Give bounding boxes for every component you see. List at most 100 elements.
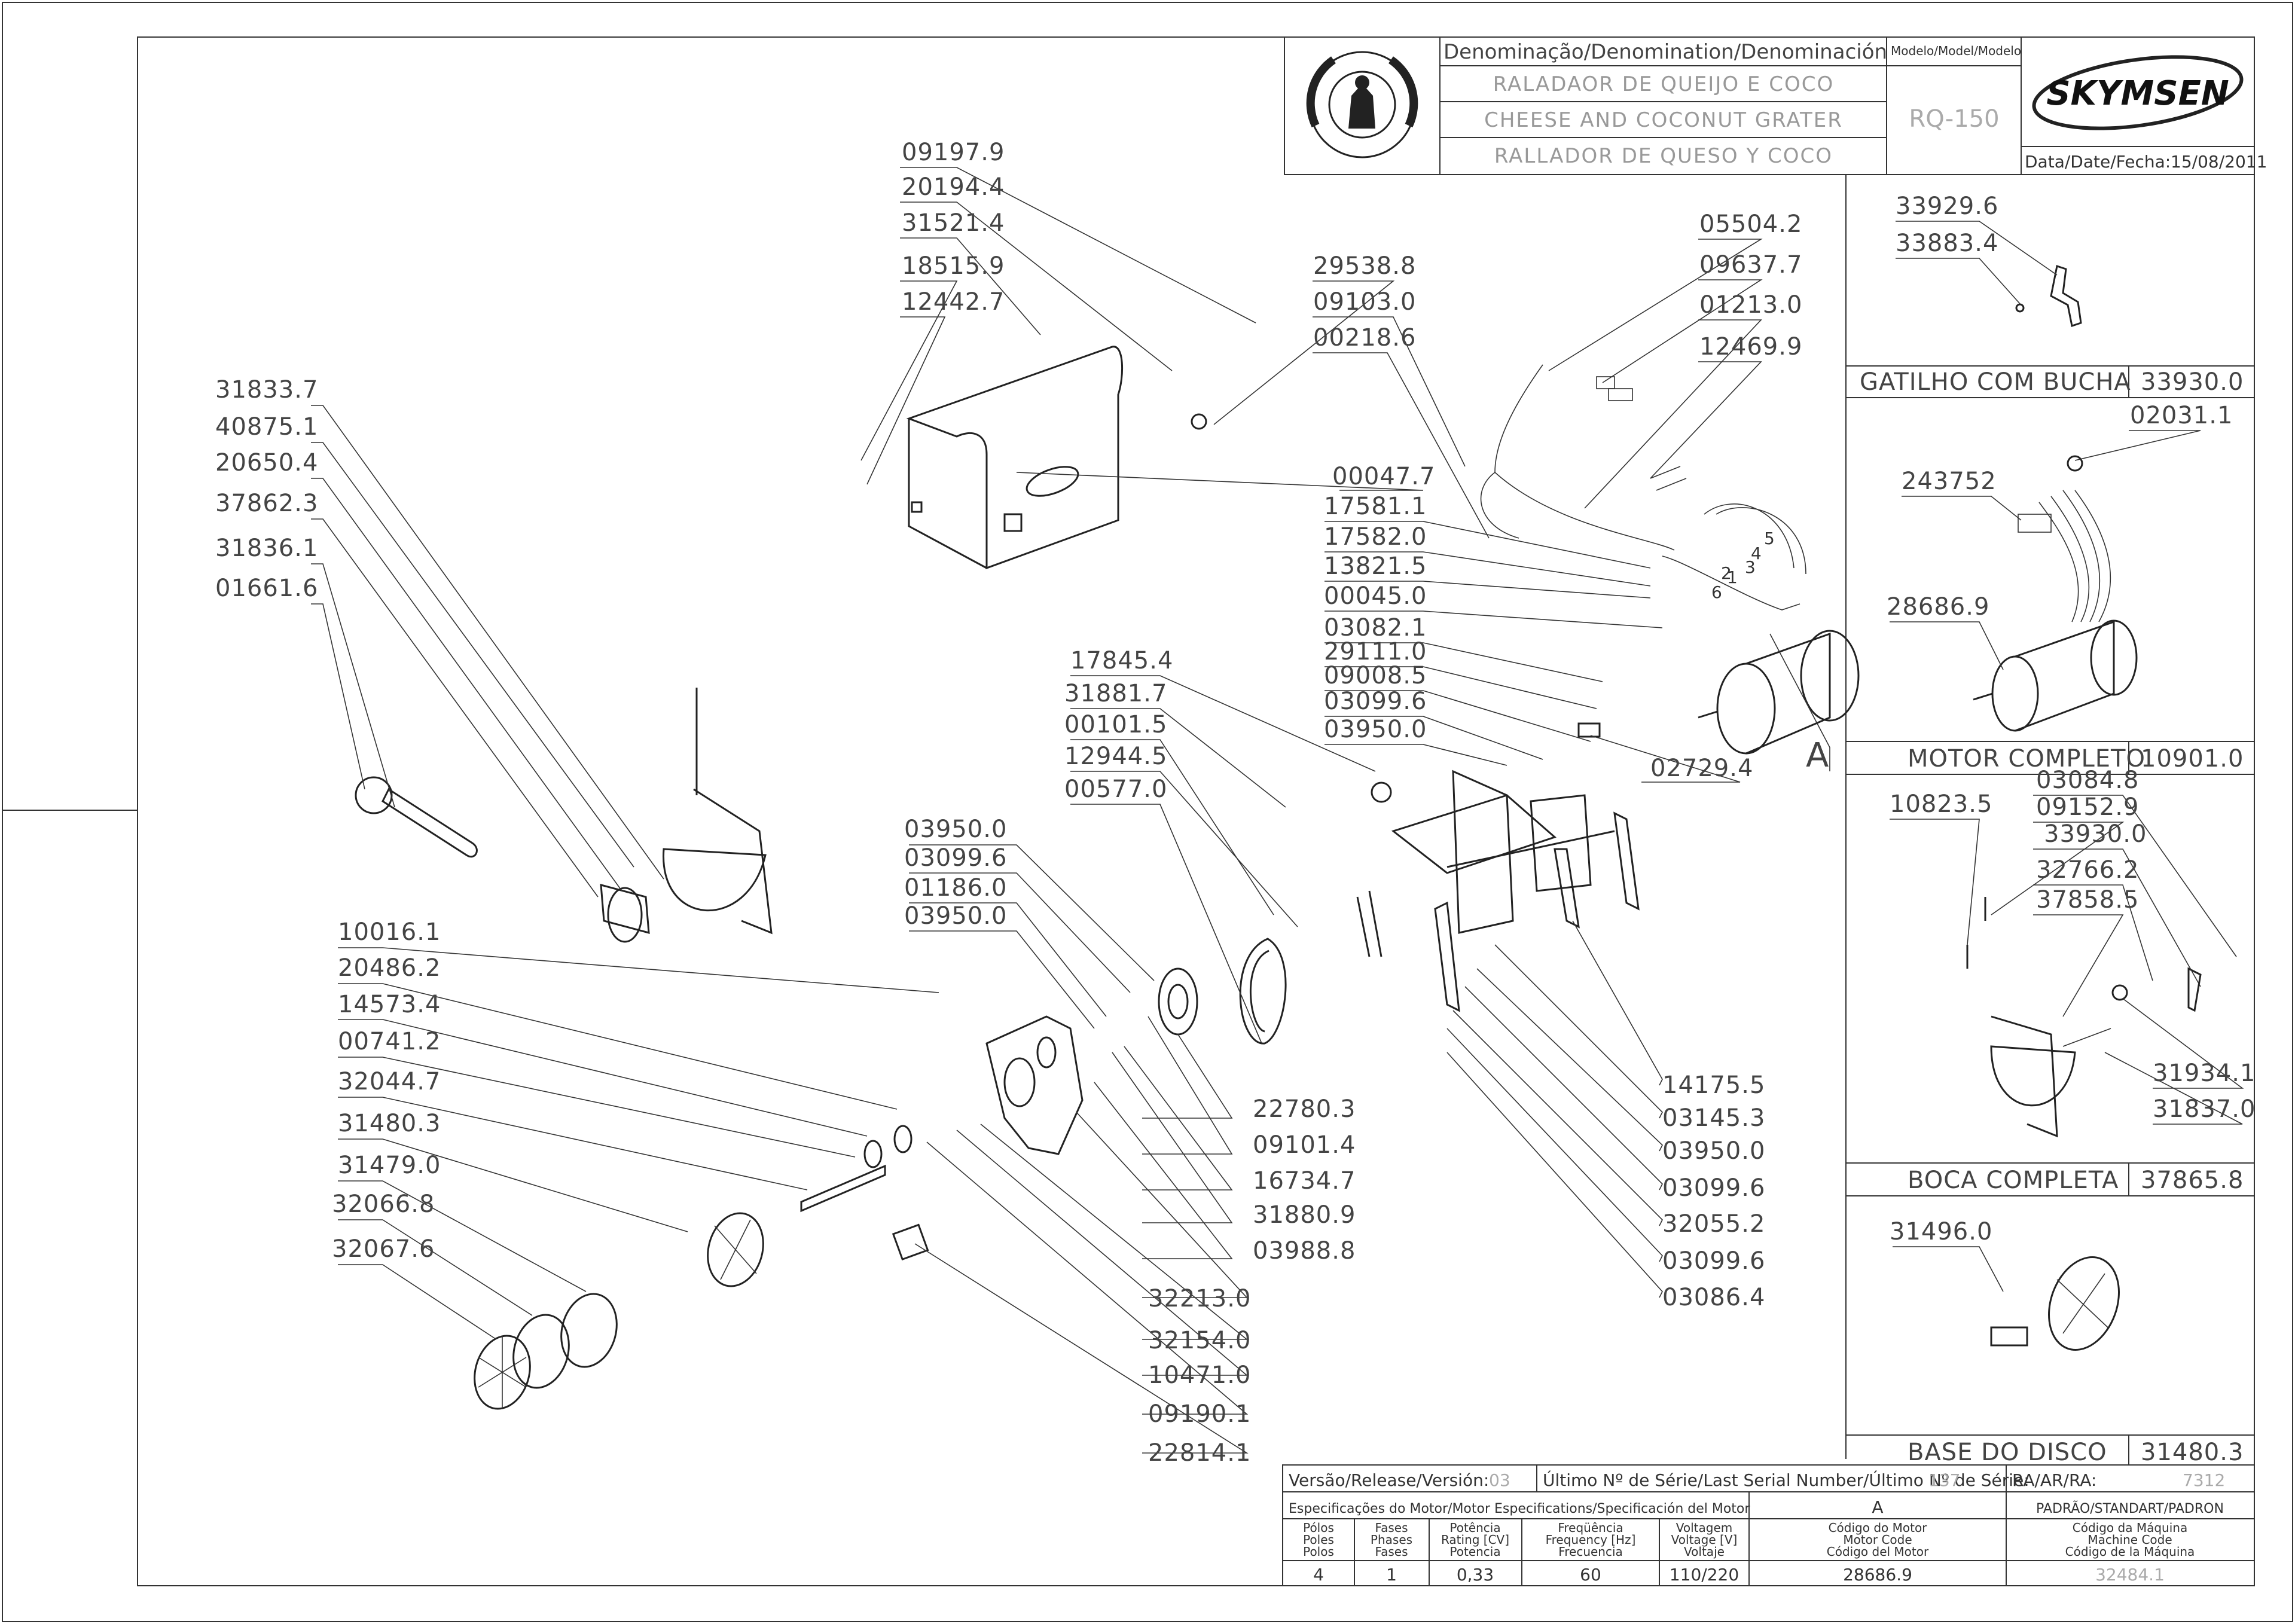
pusher-plate-part: [600, 884, 650, 943]
part-label: 20486.2: [338, 954, 441, 982]
part-labels-left: 31833.7 40875.1 20650.4 37862.3 31836.1 …: [215, 376, 318, 602]
part-label: 03084.8: [2036, 767, 2139, 794]
side-panels: GATILHO COM BUCHA 33930.0 MOTOR COMPLETO…: [1845, 175, 2254, 1466]
svg-text:Potência: Potência: [1449, 1521, 1500, 1535]
spec-motor-code: 28686.9: [1843, 1565, 1912, 1585]
part-label: 20194.4: [902, 173, 1005, 201]
part-label: 12442.7: [902, 288, 1005, 316]
disc-base-part-drawing: [1990, 1256, 2120, 1351]
part-label: 05504.2: [1699, 210, 1802, 238]
part-labels-top: 09197.9 20194.4 31521.4 18515.9 12442.7: [902, 139, 1005, 316]
part-label: 03082.1: [1324, 614, 1427, 642]
part-label: 01186.0: [904, 874, 1007, 902]
spec-column-headers: Pólos Poles Polos Fases Phases Fases Pot…: [1303, 1521, 2195, 1559]
part-labels-upper-mid: 29538.8 09103.0 00218.6: [1313, 252, 1415, 352]
svg-text:Poles: Poles: [1303, 1533, 1334, 1547]
svg-text:Código do Motor: Código do Motor: [1829, 1521, 1928, 1535]
svg-text:3: 3: [1745, 557, 1756, 577]
part-label: 09101.4: [1253, 1131, 1356, 1159]
part-label: 12944.5: [1064, 743, 1167, 770]
model-header: Modelo/Model/Modelo: [1891, 44, 2021, 58]
spec-voltage: 110/220: [1670, 1565, 1739, 1585]
spec-phases: 1: [1386, 1565, 1397, 1585]
spec-label: Especificações do Motor/Motor Especifica…: [1289, 1501, 1750, 1516]
svg-text:Fases: Fases: [1375, 1544, 1408, 1559]
ra-label: RA/AR/RA:: [2012, 1470, 2096, 1490]
part-label: 03099.6: [1662, 1247, 1765, 1275]
part-label: 03145.3: [1662, 1104, 1765, 1132]
leader-lines: [311, 167, 2244, 1454]
part-label: 00047.7: [1332, 463, 1435, 490]
svg-text:Phases: Phases: [1371, 1533, 1412, 1547]
part-label: 10016.1: [338, 918, 441, 946]
part-label: 32213.0: [1148, 1285, 1251, 1312]
part-labels-lower-mid-right: 22780.3 09101.4 16734.7 31880.9 03988.8: [1253, 1095, 1356, 1265]
part-label: 00045.0: [1324, 582, 1427, 610]
part-label: 32066.8: [332, 1190, 435, 1218]
part-label: 29111.0: [1324, 638, 1427, 666]
part-label: 03988.8: [1253, 1237, 1356, 1265]
svg-text:Motor Code: Motor Code: [1843, 1533, 1912, 1547]
panel-trigger-code: 33930.0: [2141, 368, 2244, 396]
part-label: 33930.0: [2044, 820, 2147, 848]
spec-values: 4 1 0,33 60 110/220 28686.9 32484.1: [1313, 1565, 2165, 1585]
svg-text:5: 5: [1764, 529, 1775, 548]
part-label: 14175.5: [1662, 1072, 1765, 1099]
part-labels-center: 17845.4 31881.7 00101.5 12944.5 00577.0: [1064, 647, 1173, 803]
part-label: 03099.6: [1662, 1174, 1765, 1202]
wire-numbers: 1 2 3 4 5 6: [1711, 529, 1775, 602]
part-label: 03950.0: [904, 816, 1007, 843]
motor-part-drawing: [1973, 455, 2138, 732]
ra-value: 7312: [2183, 1470, 2225, 1490]
part-label: 09637.7: [1699, 251, 1802, 279]
part-label: 03086.4: [1662, 1284, 1765, 1311]
panel-disc-base-code: 31480.3: [2141, 1439, 2244, 1466]
sheet-inner-border: [137, 36, 2255, 1586]
decal-part: [892, 1223, 929, 1261]
svg-text:Voltagem: Voltagem: [1676, 1521, 1733, 1535]
date-label: Data/Date/Fecha:: [2025, 152, 2171, 172]
mouth-part-drawing: [1966, 897, 2202, 1138]
part-label: 32766.2: [2036, 856, 2139, 884]
svg-text:4: 4: [1751, 544, 1762, 563]
pulley-part: [1158, 967, 1198, 1036]
serial-label: Último Nº de Série/Last Serial Number/Úl…: [1543, 1470, 2030, 1490]
part-label: 10823.5: [1890, 790, 1992, 818]
spec-poles: 4: [1313, 1565, 1324, 1585]
model-code: RQ-150: [1909, 105, 1999, 133]
spec-machine-code: 32484.1: [2095, 1565, 2165, 1585]
part-label: 31881.7: [1064, 680, 1167, 707]
part-label: 03950.0: [904, 902, 1007, 930]
shaft-part: [800, 1125, 912, 1213]
part-label: 17581.1: [1324, 493, 1427, 520]
grater-discs-part: [474, 1293, 618, 1410]
denomination-header: Denominação/Denomination/Denominación: [1443, 40, 1887, 64]
part-label: 31521.4: [902, 209, 1005, 237]
part-label: 37858.5: [2036, 886, 2139, 914]
svg-text:Machine Code: Machine Code: [2088, 1533, 2172, 1547]
part-label: 16734.7: [1253, 1167, 1356, 1195]
name-spanish: RALLADOR DE QUESO Y COCO: [1494, 144, 1833, 168]
motor-spec-block: Versão/Release/Versión: 03 Último Nº de …: [1282, 1464, 2255, 1586]
part-label: 03950.0: [1662, 1137, 1765, 1165]
part-label: 31833.7: [215, 376, 318, 404]
part-label: 01213.0: [1699, 291, 1802, 319]
motor-part-label: 02729.4: [1650, 755, 1753, 782]
part-labels-lower-bottom: 32213.0 32154.0 10471.0 09190.1 22814.1: [1148, 1285, 1251, 1467]
part-label: 33883.4: [1896, 230, 1998, 257]
authorized-service-seal: [1306, 51, 1418, 158]
part-label: 17582.0: [1324, 523, 1427, 551]
panel-motor-code: 10901.0: [2141, 745, 2244, 773]
part-label: 32044.7: [338, 1068, 441, 1095]
spec-frequency: 60: [1580, 1565, 1601, 1585]
svg-text:1: 1: [1727, 567, 1738, 587]
part-label: 18515.9: [902, 252, 1005, 280]
svg-text:Potencia: Potencia: [1449, 1544, 1500, 1559]
date-value: 15/08/2011: [2171, 152, 2267, 172]
part-label: 00101.5: [1064, 711, 1167, 738]
part-labels-wiring: 05504.2 09637.7 01213.0 12469.9: [1699, 210, 1802, 361]
belt-part: [1239, 938, 1287, 1045]
part-label: 03099.6: [904, 844, 1007, 872]
